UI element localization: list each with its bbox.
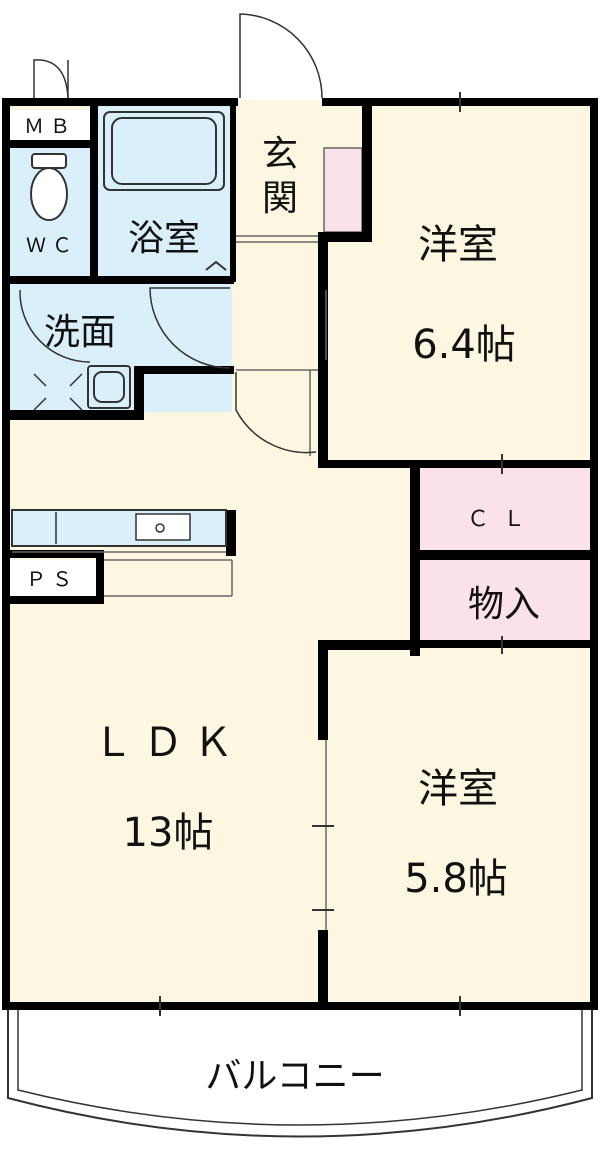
storage-label: 物入 bbox=[468, 584, 540, 625]
bathtub bbox=[103, 111, 227, 271]
wc-label: ＷＣ bbox=[26, 233, 78, 257]
ldk-size: 13帖 bbox=[123, 810, 214, 856]
ldk-label: ＬＤＫ bbox=[93, 720, 243, 766]
western-room-1-size: 6.4帖 bbox=[412, 322, 516, 368]
wash-basin-icon bbox=[87, 365, 131, 409]
storage-area bbox=[418, 560, 590, 640]
western-room-1-label: 洋室 bbox=[418, 222, 498, 268]
closet-label: ＣＬ bbox=[467, 507, 539, 532]
balcony: バルコニー bbox=[7, 1008, 593, 1138]
western-room-2-label: 洋室 bbox=[418, 766, 498, 812]
entrance-area bbox=[236, 106, 322, 236]
ps-area bbox=[10, 560, 96, 596]
bath-label: 浴室 bbox=[128, 218, 200, 259]
walls bbox=[2, 98, 598, 1010]
closet-area bbox=[418, 468, 590, 550]
washer-mark bbox=[33, 373, 83, 411]
toilet-icon bbox=[30, 153, 68, 221]
shoe-cabinet bbox=[323, 147, 363, 233]
doors bbox=[19, 13, 323, 454]
window-marks bbox=[159, 92, 503, 1016]
thin-lines bbox=[104, 235, 327, 930]
western-room-2-size: 5.8帖 bbox=[404, 856, 508, 902]
ps-label: ＰＳ bbox=[26, 567, 78, 591]
entrance-label: 玄関 bbox=[262, 134, 298, 219]
balcony-label: バルコニー bbox=[205, 1056, 384, 1097]
mb-label: ＭＢ bbox=[24, 114, 76, 138]
mb-area bbox=[10, 110, 90, 140]
kitchen-counter bbox=[11, 509, 227, 553]
washroom-label: 洗面 bbox=[44, 312, 116, 353]
